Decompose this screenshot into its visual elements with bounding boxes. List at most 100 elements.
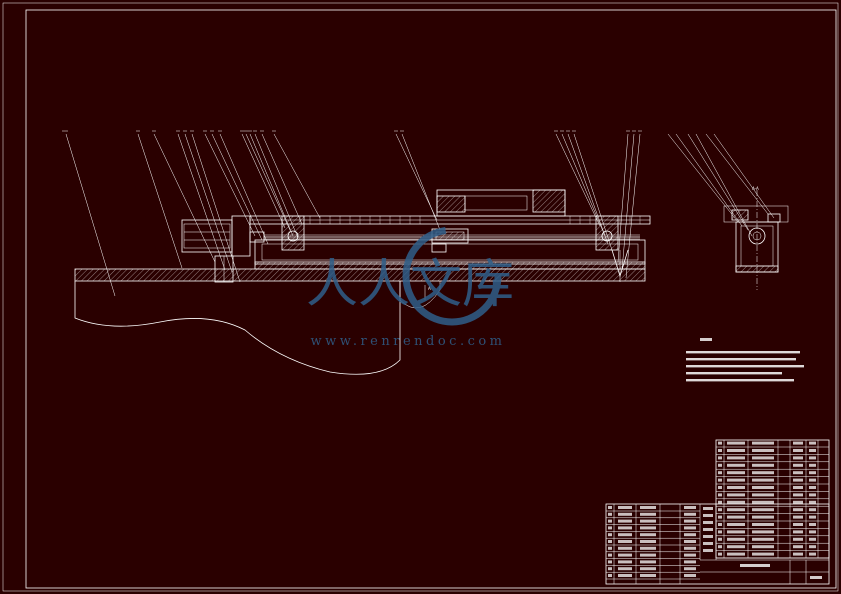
illegible-text — [793, 500, 803, 504]
illegible-text — [703, 528, 713, 531]
watermark-url: www.renrendoc.com — [310, 334, 505, 349]
illegible-text — [809, 471, 816, 475]
coupling — [249, 231, 265, 243]
illegible-text — [618, 533, 632, 537]
illegible-text — [727, 471, 745, 475]
illegible-text — [718, 523, 722, 526]
lower-frame-hatch — [254, 261, 646, 270]
illegible-text — [703, 521, 713, 524]
illegible-text — [618, 553, 632, 557]
motor-inner — [183, 223, 231, 249]
illegible-text — [793, 552, 803, 556]
illegible-text — [640, 526, 656, 530]
section-top-plate — [723, 205, 789, 223]
illegible-text — [752, 500, 774, 504]
illegible-text — [703, 514, 713, 517]
illegible-text — [793, 456, 803, 460]
illegible-text — [684, 574, 696, 577]
inner-frame — [25, 9, 837, 589]
illegible-text — [618, 560, 632, 564]
illegible-text — [618, 574, 632, 577]
illegible-text — [608, 560, 612, 564]
section-leaders — [667, 133, 775, 237]
illegible-text — [640, 567, 656, 571]
illegible-text — [752, 493, 774, 497]
section-label: A-A — [752, 186, 759, 191]
illegible-text — [718, 449, 722, 452]
illegible-text — [684, 553, 696, 557]
illegible-text — [718, 508, 722, 512]
illegible-text — [809, 500, 816, 504]
technical-notes — [686, 338, 804, 382]
illegible-text — [718, 471, 722, 475]
illegible-text — [608, 540, 612, 543]
illegible-text — [727, 545, 745, 549]
illegible-text — [752, 486, 774, 489]
illegible-text — [809, 552, 816, 556]
illegible-text — [793, 441, 803, 445]
illegible-text — [809, 523, 816, 526]
illegible-text — [809, 537, 816, 541]
illegible-text — [618, 506, 632, 509]
parts-list-table — [715, 439, 830, 559]
illegible-text — [640, 533, 656, 537]
illegible-text — [727, 441, 745, 445]
illegible-text — [752, 508, 774, 512]
illegible-text — [640, 553, 656, 557]
leader-lines — [65, 133, 641, 297]
illegible-text — [684, 526, 696, 530]
illegible-text — [703, 542, 713, 545]
illegible-text — [718, 463, 722, 467]
illegible-text — [809, 508, 816, 512]
illegible-text — [727, 508, 745, 512]
illegible-text — [684, 560, 696, 564]
illegible-text — [608, 567, 612, 571]
illegible-text — [718, 500, 722, 504]
illegible-text — [618, 567, 632, 571]
illegible-text — [718, 486, 722, 489]
illegible-text — [727, 552, 745, 556]
illegible-text — [809, 463, 816, 467]
illegible-text — [752, 515, 774, 519]
illegible-text — [684, 540, 696, 543]
illegible-text — [618, 526, 632, 530]
illegible-text — [727, 478, 745, 482]
illegible-text — [809, 493, 816, 497]
illegible-text — [793, 515, 803, 519]
illegible-text — [727, 463, 745, 467]
illegible-text — [718, 441, 722, 445]
illegible-text — [640, 512, 656, 516]
illegible-text — [703, 549, 713, 552]
illegible-text — [809, 456, 816, 460]
illegible-text — [752, 449, 774, 452]
illegible-text — [793, 545, 803, 549]
illegible-text — [809, 441, 816, 445]
illegible-text — [752, 478, 774, 482]
illegible-text — [718, 478, 722, 482]
illegible-text — [793, 523, 803, 526]
illegible-text — [793, 463, 803, 467]
illegible-text — [809, 515, 816, 519]
illegible-text — [608, 546, 612, 550]
illegible-text — [608, 506, 612, 509]
illegible-text — [793, 449, 803, 452]
illegible-text — [752, 523, 774, 526]
illegible-text — [640, 519, 656, 523]
nut-bolt — [431, 243, 447, 253]
illegible-text — [608, 574, 612, 577]
illegible-text — [684, 533, 696, 537]
illegible-text — [618, 546, 632, 550]
main-assembly-view: A — [62, 130, 651, 375]
illegible-text — [809, 530, 816, 534]
illegible-text — [718, 552, 722, 556]
illegible-text — [618, 540, 632, 543]
carriage-slot — [464, 195, 528, 211]
illegible-text — [809, 478, 816, 482]
illegible-text — [640, 540, 656, 543]
illegible-text — [793, 530, 803, 534]
illegible-text — [752, 537, 774, 541]
illegible-text — [752, 456, 774, 460]
illegible-text — [727, 456, 745, 460]
illegible-text — [727, 537, 745, 541]
